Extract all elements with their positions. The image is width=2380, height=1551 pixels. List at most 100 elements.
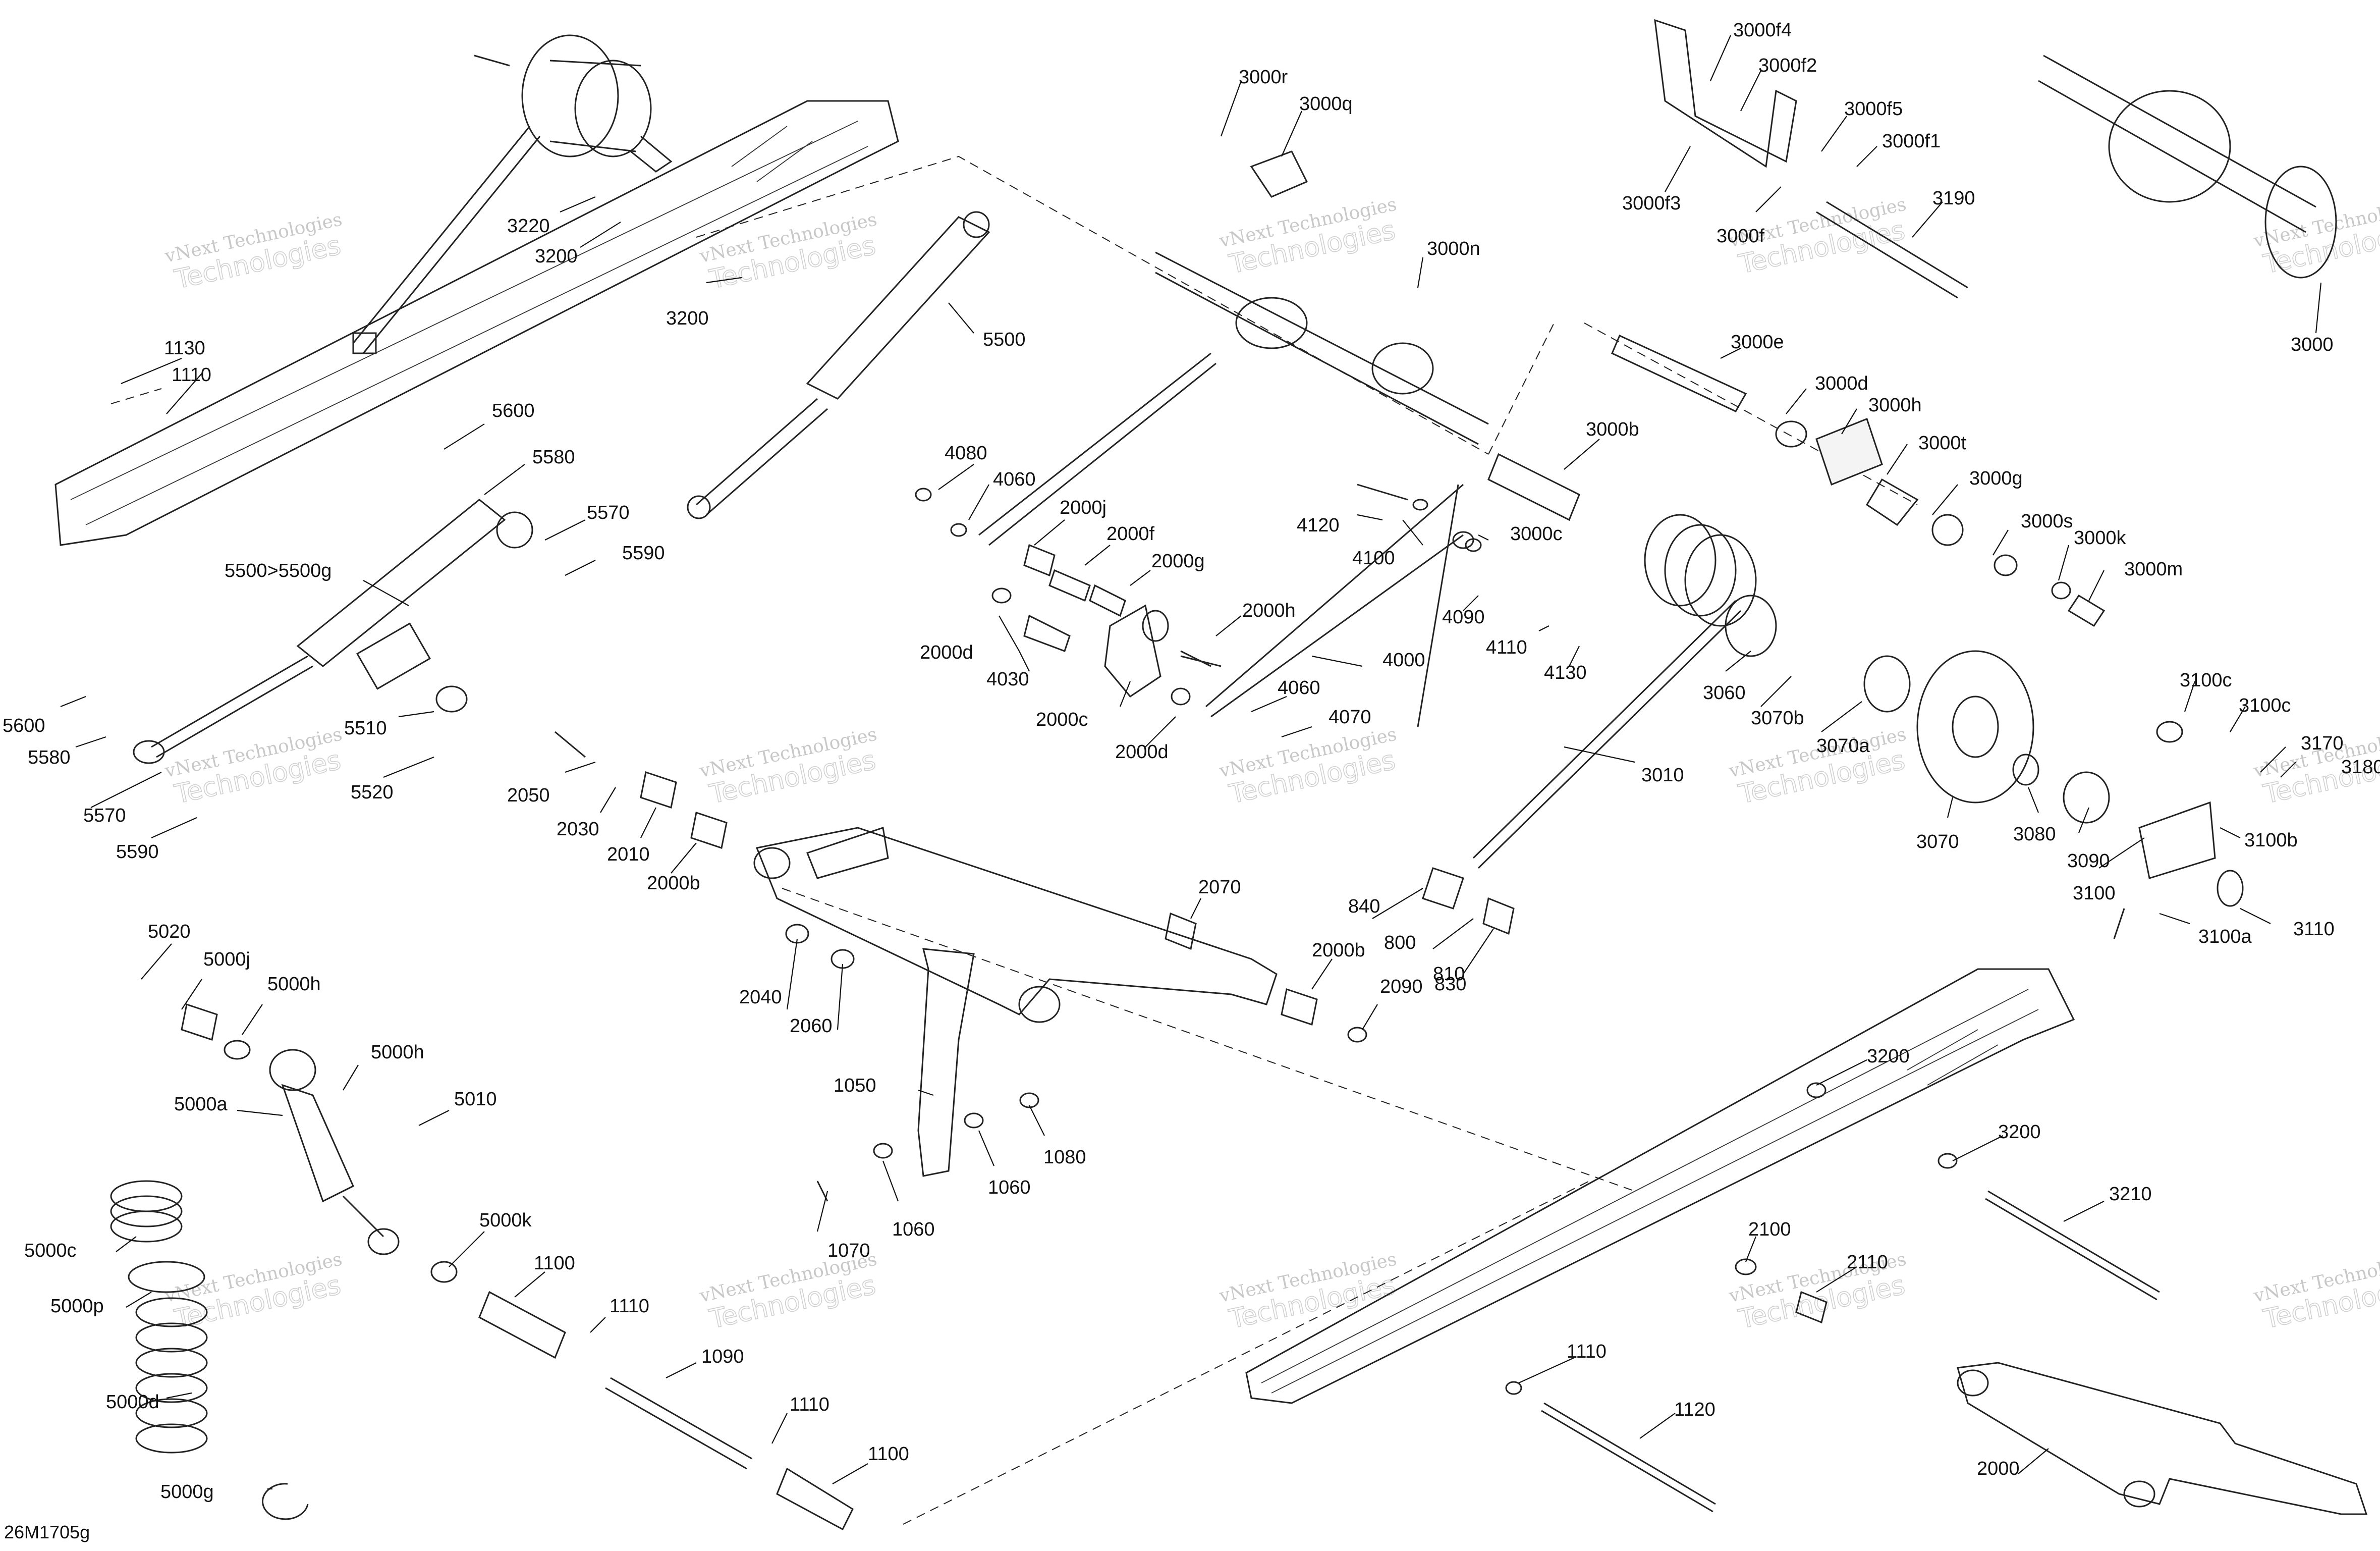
callout-label: 3070 — [1916, 831, 1959, 852]
callout-label: 4060 — [1278, 677, 1320, 699]
callout-label: 3180 — [2341, 757, 2380, 778]
callout-label: 1070 — [827, 1240, 870, 1261]
callout-label: 3000f5 — [1844, 98, 1903, 120]
callout-label: 3200 — [535, 246, 578, 267]
callout-label: 3070b — [1751, 708, 1804, 729]
callout-label: 3000 — [2291, 334, 2334, 355]
callout-label: 3000b — [1586, 419, 1639, 440]
callout-label: 3000c — [1510, 523, 1563, 545]
rear-shock-5000 — [181, 1003, 854, 1531]
callout-label: 810 — [1433, 964, 1465, 985]
callout-label: 5510 — [344, 718, 387, 739]
callout-label: 2040 — [739, 987, 782, 1008]
callout-label: 1120 — [1674, 1399, 1715, 1420]
callout-label: 3100b — [2244, 830, 2298, 851]
callout-label: 2000h — [1242, 600, 1296, 621]
watermark: vNext Technologies Technologies — [697, 209, 878, 295]
misc-small-parts — [915, 484, 1482, 727]
callout-label: 4100 — [1352, 548, 1395, 569]
callout-label: 5570 — [83, 805, 126, 826]
right-slide-rail — [1245, 968, 2075, 1404]
callout-label: 3000d — [1815, 373, 1868, 394]
callout-label: 2000 — [1977, 1458, 2020, 1479]
idler-wheel — [1725, 595, 2110, 824]
callout-label: 5500 — [983, 329, 1026, 350]
callout-label: 3010 — [1641, 765, 1684, 786]
callout-label: 2000f — [1106, 523, 1155, 545]
center-pivot-parts — [555, 604, 1515, 1043]
callout-label: 3000f4 — [1733, 20, 1792, 41]
callout-label: 3210 — [2109, 1184, 2152, 1205]
parts-art — [54, 19, 2368, 1531]
callout-label: 2000d — [920, 642, 973, 663]
watermark: vNext Technologies Technologies — [162, 209, 344, 295]
callout-label: 4060 — [993, 469, 1036, 490]
callout-label: 3100a — [2198, 926, 2252, 947]
callout-label: 1090 — [701, 1346, 744, 1367]
alignment-lines — [110, 155, 1918, 1525]
callout-label: 3000m — [2124, 559, 2183, 580]
callout-label: 1100 — [534, 1253, 575, 1274]
callout-label: 5000h — [371, 1042, 424, 1063]
callout-label: 3100c — [2180, 670, 2232, 691]
callout-label: 3200 — [666, 308, 709, 329]
callout-label: 2000d — [1115, 741, 1169, 763]
callout-label: 4120 — [1297, 515, 1340, 536]
callout-label: 3000f3 — [1622, 193, 1681, 214]
callout-label: 5000a — [174, 1094, 228, 1115]
callout-label: 2030 — [557, 819, 599, 840]
callout-label: 1110 — [172, 364, 211, 386]
gas-strut — [687, 211, 990, 519]
small-swing-arm — [1957, 1362, 2368, 1515]
left-slide-rail — [54, 100, 899, 546]
callout-label: 3000k — [2074, 527, 2127, 549]
callout-label: 3000s — [2021, 511, 2073, 532]
watermark: vNext Technologies Technologies — [162, 1249, 344, 1335]
callout-label: 1110 — [1567, 1341, 1607, 1362]
long-shafts — [1505, 1082, 2160, 1513]
callout-label: 840 — [1348, 896, 1380, 917]
callout-label: 1060 — [988, 1177, 1031, 1198]
callout-label: 3000f2 — [1758, 55, 1817, 76]
watermark: vNext Technologies Technologies — [697, 724, 878, 810]
watermark: vNext Technologies Technologies — [697, 1249, 878, 1335]
callout-label: 3100c — [2239, 695, 2291, 716]
center-shaft-assembly — [978, 150, 1489, 546]
callout-label: 2100 — [1748, 1219, 1791, 1240]
callout-label: 2000b — [1312, 940, 1365, 961]
callout-label: 3000f1 — [1882, 131, 1941, 152]
watermark: vNext Technologies Technologies — [1217, 1249, 1398, 1335]
callout-label: 5000g — [160, 1481, 214, 1503]
rear-shock — [133, 499, 533, 764]
callout-label: 3220 — [507, 216, 550, 237]
callout-label: 5500>5500g — [225, 560, 331, 581]
callout-label: 5570 — [587, 502, 630, 523]
right-small-parts — [2113, 721, 2244, 939]
callout-label: 5020 — [148, 921, 191, 942]
callout-label: 1060 — [892, 1219, 935, 1240]
callout-label: 2000j — [1060, 497, 1106, 518]
callout-label: 3000t — [1918, 433, 1967, 454]
axle-assembly — [2038, 55, 2337, 279]
callout-label: 3070a — [1816, 735, 1870, 757]
callout-label: 5520 — [351, 782, 394, 803]
top-bracket — [1654, 19, 1968, 299]
watermark: vNext Technologies Technologies — [1217, 194, 1398, 280]
coil-springs — [110, 1180, 309, 1520]
callout-label: 1050 — [834, 1075, 876, 1096]
callout-label: 3000n — [1427, 238, 1480, 259]
callout-label: 5000j — [203, 949, 250, 970]
callout-label: 3000h — [1868, 395, 1922, 416]
callout-label: 5590 — [116, 841, 159, 863]
callout-label: 5590 — [622, 543, 665, 564]
callout-label: 1130 — [164, 338, 205, 359]
callout-label: 2000b — [647, 873, 700, 894]
callout-label: 5000k — [479, 1210, 532, 1231]
callout-label: 4000 — [1382, 650, 1425, 671]
callout-label: 5000p — [50, 1296, 104, 1317]
callout-label: 4110 — [1486, 637, 1527, 658]
callout-label: 3170 — [2301, 733, 2344, 754]
callout-label: 4030 — [986, 669, 1029, 690]
callout-label: 5580 — [28, 747, 71, 768]
